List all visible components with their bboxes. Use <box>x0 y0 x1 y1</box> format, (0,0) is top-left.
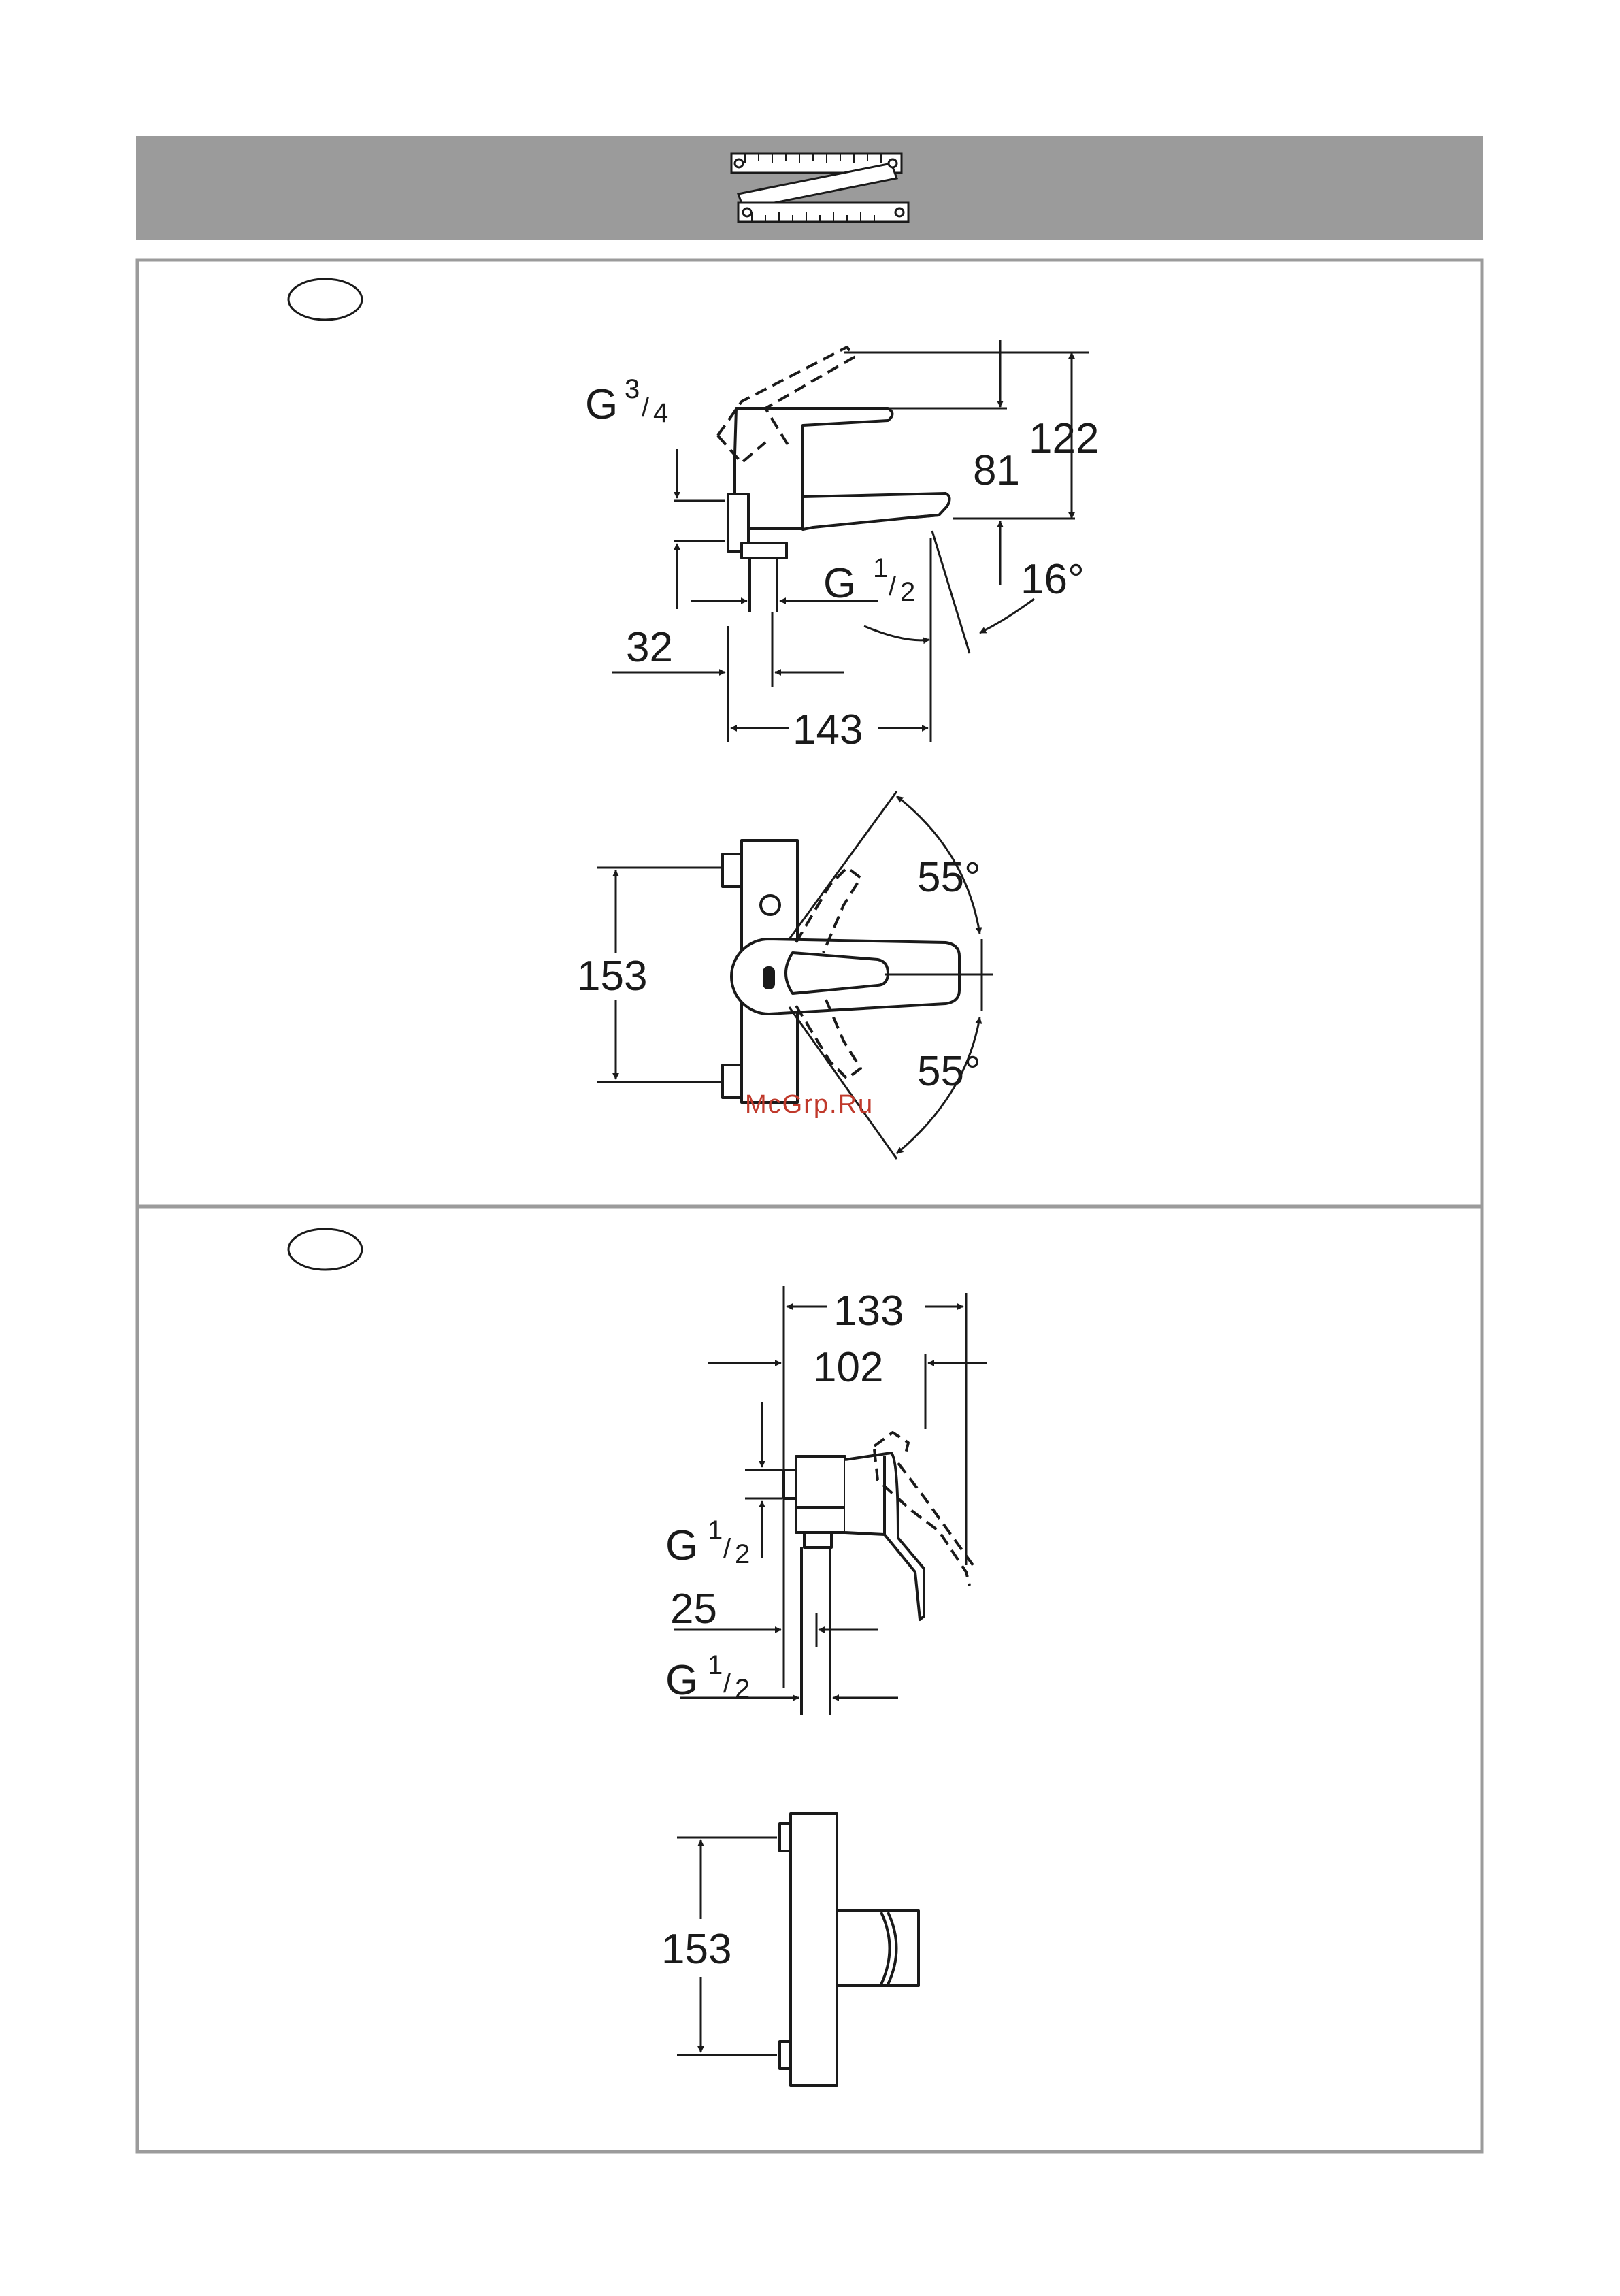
bath-mixer-side-labels: G 3 / 4 G 1 / 2 32 143 81 122 16° <box>585 374 1099 753</box>
panel-1-badge <box>288 279 362 320</box>
fraction-slash: / <box>723 1669 731 1699</box>
dim-outlet-thread: G <box>823 560 856 607</box>
watermark: McGrp.Ru <box>745 1090 874 1119</box>
dim-outlet-thread-den: 2 <box>900 577 915 607</box>
dim-102: 102 <box>813 1344 883 1391</box>
dim-55-deg-upper: 55° <box>917 854 981 901</box>
fraction-slash: / <box>889 572 897 602</box>
dim-153-shower: 153 <box>661 1926 731 1973</box>
panel-2-badge <box>288 1229 362 1270</box>
dim-143: 143 <box>793 706 863 753</box>
dim-upper-thread-den: 2 <box>735 1539 750 1569</box>
dim-25: 25 <box>670 1586 717 1633</box>
dim-32: 32 <box>626 624 673 671</box>
dim-upper-thread: G <box>665 1522 698 1569</box>
fraction-slash: / <box>642 393 650 423</box>
dim-133: 133 <box>833 1288 904 1334</box>
dim-inlet-thread-num: 3 <box>625 374 640 404</box>
shower-mixer-front-labels: 153 <box>661 1926 731 1973</box>
dim-upper-thread-num: 1 <box>708 1515 723 1545</box>
dim-153: 153 <box>577 953 647 1000</box>
dim-55-deg-lower: 55° <box>917 1048 981 1095</box>
dim-81: 81 <box>973 447 1020 494</box>
dim-inlet-thread-den: 4 <box>653 398 668 428</box>
dim-outlet-thread-num: 1 <box>873 553 888 583</box>
header-band <box>136 136 1483 240</box>
dim-lower-thread-num: 1 <box>708 1650 723 1680</box>
bath-mixer-side-view <box>612 340 1089 742</box>
fraction-slash: / <box>723 1534 731 1564</box>
dim-inlet-thread: G <box>585 381 618 428</box>
dim-122: 122 <box>1029 415 1099 462</box>
dim-16-deg: 16° <box>1021 556 1085 603</box>
dim-lower-thread-den: 2 <box>735 1674 750 1704</box>
dim-lower-thread: G <box>665 1657 698 1704</box>
